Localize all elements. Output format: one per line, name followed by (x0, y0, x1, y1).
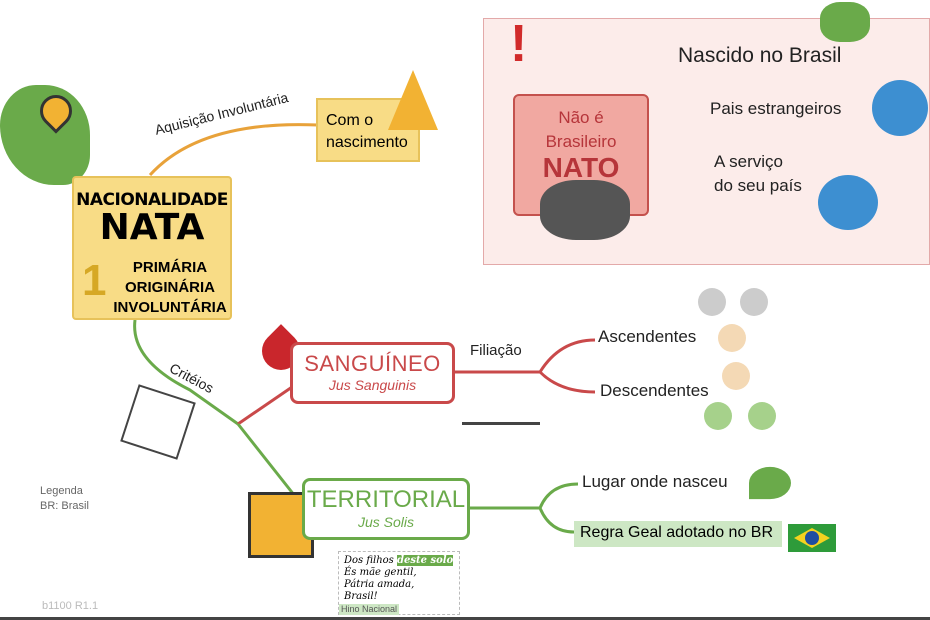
main-item: ORIGINÁRIA (125, 279, 215, 296)
anthem-quote: Dos filhos deste solo És mãe gentil, Pát… (338, 551, 460, 615)
nao-line2: Brasileiro (545, 132, 617, 151)
sanguineo-title: SANGUÍNEO (304, 351, 441, 376)
a-servico-node: A serviço do seu país (714, 152, 802, 195)
legend: Legenda BR: Brasil (40, 484, 89, 514)
grandparents-icon (698, 288, 772, 354)
main-subtitle: NATA (99, 207, 205, 248)
territorial-node: TERRITORIAL Jus Solis (302, 478, 470, 540)
nao-e-brasileiro-nato-node: Não é Brasileiro NATO (513, 94, 649, 216)
sanguineo-subtitle: Jus Sanguinis (328, 377, 417, 393)
main-number: 1 (82, 256, 107, 305)
com-o-nascimento-node: Com o nascimento (316, 98, 420, 162)
filiacao-label: Filiação (470, 342, 522, 359)
bottom-border (0, 617, 930, 620)
territorial-title: TERRITORIAL (306, 486, 466, 513)
children-icon (704, 362, 782, 434)
foreign-parents-icon (872, 80, 928, 136)
anthem-tag: Hino Nacional (339, 604, 400, 615)
family-icon (462, 368, 540, 425)
nascido-no-brasil-node: Nascido no Brasil (678, 44, 842, 67)
brazil-check-icon (820, 2, 870, 42)
descendentes-node: Descendentes (600, 381, 709, 400)
pais-estrangeiros-node: Pais estrangeiros (710, 99, 842, 118)
anthem-line: És mãe gentil, (344, 567, 417, 578)
territorial-subtitle: Jus Solis (357, 514, 415, 530)
regra-geral-node: Regra Geal adotado no BR (574, 521, 782, 547)
anthem-line: Dos filhos (344, 555, 394, 566)
anthem-line: Pátria amada, (344, 579, 415, 590)
sanguineo-node: SANGUÍNEO Jus Sanguinis (290, 342, 455, 404)
legend-title: Legenda (40, 485, 83, 497)
nao-line3: NATO (542, 152, 620, 183)
location-baby-icon (749, 466, 791, 500)
brazil-flag-icon (788, 524, 836, 552)
legend-item: BR: Brasil (40, 500, 89, 512)
ascendentes-node: Ascendentes (598, 327, 697, 346)
globe-icon (818, 175, 878, 230)
anthem-highlight: deste solo (397, 555, 454, 566)
main-item: PRIMÁRIA (132, 259, 208, 276)
anthem-line: Brasil! (344, 591, 378, 602)
main-item: INVOLUNTÁRIA (113, 299, 227, 316)
exclamation-icon: ! (510, 15, 528, 73)
main-title: NACIONALIDADE (76, 190, 228, 210)
version-label: b1100 R1.1 (42, 600, 99, 612)
nao-line1: Não é (558, 108, 604, 127)
lugar-onde-nasceu-node: Lugar onde nasceu (582, 472, 728, 491)
crossed-brazil-icon (540, 180, 630, 240)
nacionalidade-nata-node: NACIONALIDADE NATA 1 PRIMÁRIA ORIGINÁRIA… (72, 176, 232, 320)
